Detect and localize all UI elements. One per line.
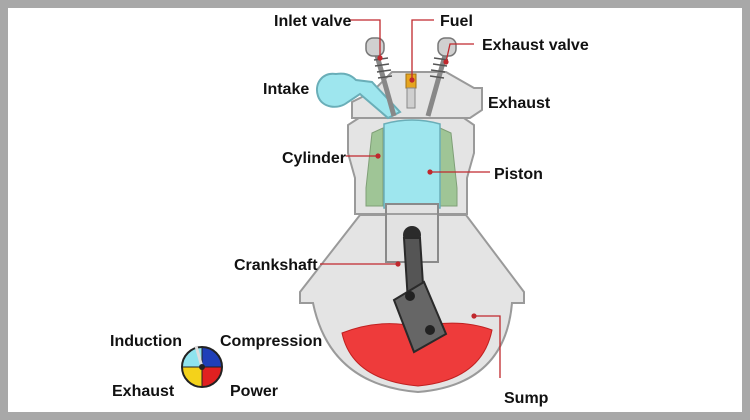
label-exhaust: Exhaust xyxy=(488,95,551,112)
leader-lines xyxy=(320,19,501,378)
label-piston: Piston xyxy=(494,166,543,183)
label-inlet-valve: Inlet valve xyxy=(274,13,351,30)
label-cylinder: Cylinder xyxy=(282,150,346,167)
cycle-label-power: Power xyxy=(230,383,278,400)
engine-diagram: Inlet valve Fuel Exhaust valve Intake Ex… xyxy=(110,13,589,407)
label-sump: Sump xyxy=(504,390,549,407)
cycle-label-induction: Induction xyxy=(110,333,182,350)
labels: Inlet valve Fuel Exhaust valve Intake Ex… xyxy=(234,13,589,407)
cycle-label-compression: Compression xyxy=(220,333,322,350)
label-fuel: Fuel xyxy=(440,13,473,30)
cylinder-wall-left xyxy=(365,127,384,207)
oil-sump xyxy=(341,322,493,387)
panel: Inlet valve Fuel Exhaust valve Intake Ex… xyxy=(8,8,742,412)
label-crankshaft: Crankshaft xyxy=(234,257,318,274)
cycle-pointer xyxy=(194,345,204,368)
label-exhaust-valve: Exhaust valve xyxy=(482,37,589,54)
label-intake: Intake xyxy=(263,81,309,98)
cycle-label-exhaust: Exhaust xyxy=(112,383,175,400)
combustion-chamber xyxy=(383,119,441,209)
cycle-indicator: Induction Compression Exhaust Power xyxy=(110,333,322,400)
crank-web xyxy=(392,280,448,354)
intake-port xyxy=(316,72,402,120)
